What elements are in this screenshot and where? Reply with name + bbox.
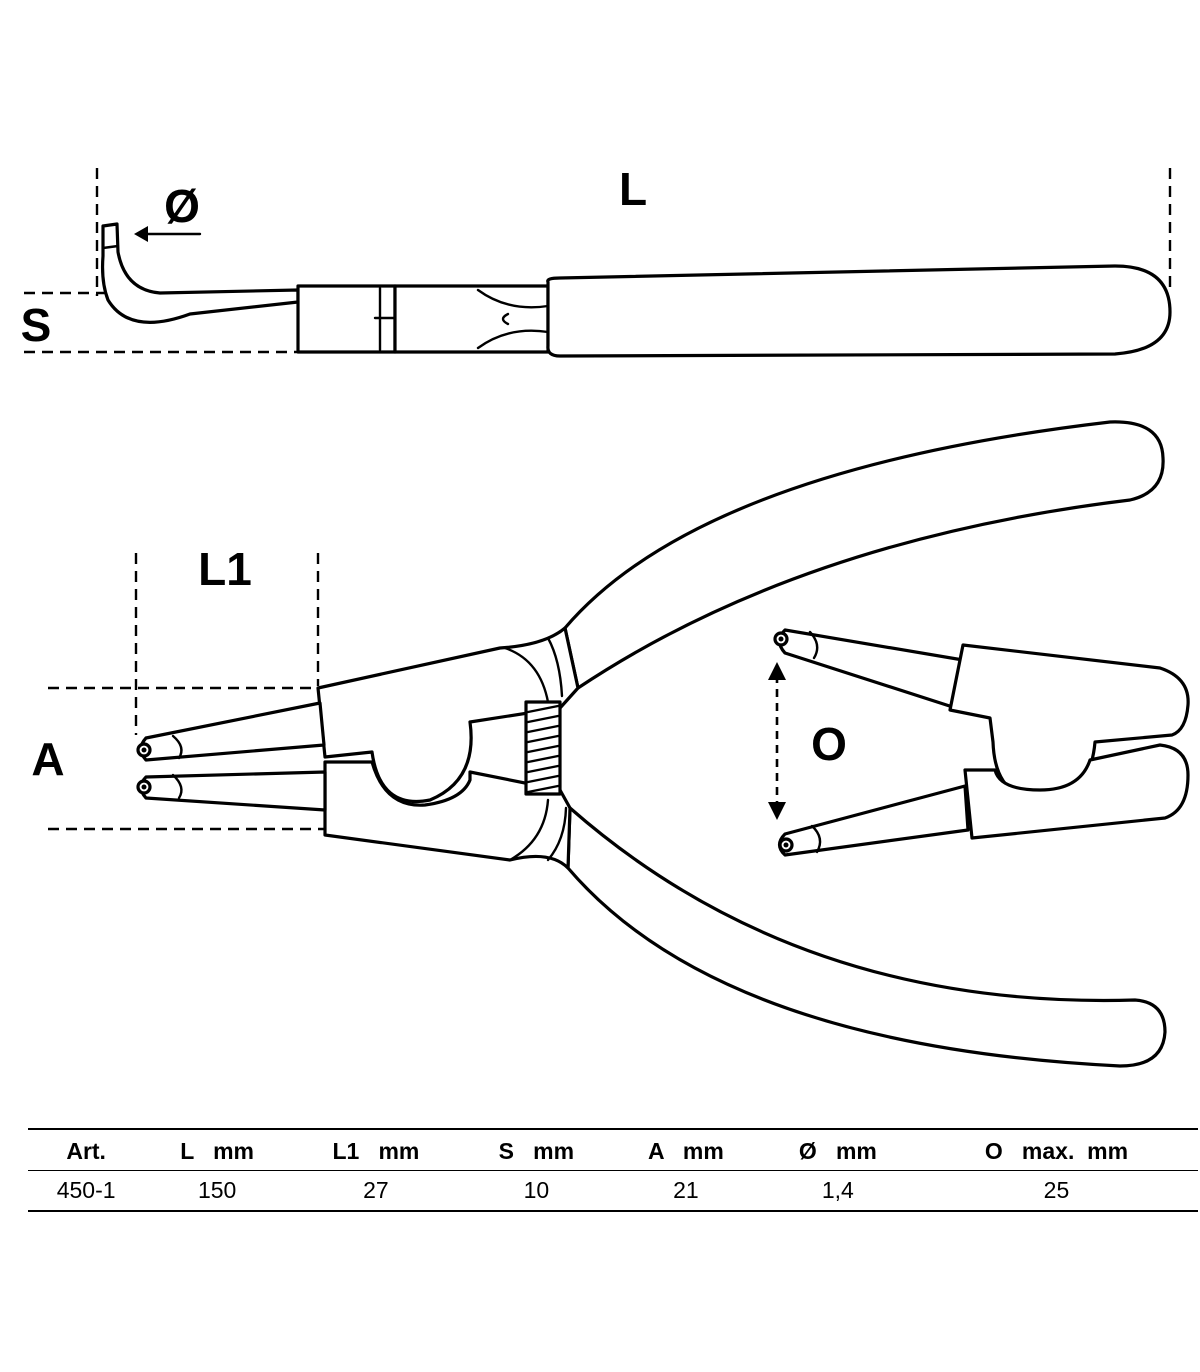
opening-arrow-bottom [768, 802, 786, 820]
open-lower-jaw [963, 743, 1190, 840]
diameter-arrow-head [134, 226, 148, 242]
spec-table-header-row: Art. L mm L1 mm S mm A mm Ø mm O max. mm [28, 1128, 1198, 1171]
header-art: Art. [28, 1128, 145, 1171]
opening-label: O [811, 718, 847, 770]
lower-jaw-curve [508, 798, 550, 862]
thickness-label: S [21, 299, 52, 351]
upper-handle [563, 420, 1165, 690]
tip-length-label: L1 [198, 543, 252, 595]
header-opening: O max. mm [914, 1128, 1198, 1171]
lower-jaw-curve-2 [546, 806, 568, 862]
upper-tip-collar [171, 734, 183, 760]
bent-tip [100, 222, 300, 324]
lower-tip [139, 770, 327, 812]
spring [524, 700, 562, 796]
open-lower-collar [810, 824, 822, 854]
open-lower-tip [777, 784, 970, 857]
joint-side [393, 284, 550, 354]
cell-span: 21 [610, 1170, 761, 1212]
diameter-label: Ø [164, 180, 200, 232]
spec-table: Art. L mm L1 mm S mm A mm Ø mm O max. mm… [28, 1128, 1198, 1212]
lower-jaw [323, 760, 572, 870]
cell-length: 150 [144, 1170, 290, 1212]
cell-art: 450-1 [28, 1170, 145, 1212]
joint-curve-3 [501, 312, 510, 326]
header-span: A mm [610, 1128, 761, 1171]
joint-curve-2 [476, 329, 550, 350]
side-view: L Ø S [21, 163, 1172, 358]
header-length: L mm [144, 1128, 290, 1171]
lower-tip-collar [171, 773, 183, 800]
upper-tip [139, 701, 326, 762]
upper-jaw-curve-2 [546, 636, 564, 698]
header-diameter: Ø mm [760, 1128, 915, 1171]
cell-thickness: 10 [461, 1170, 611, 1212]
opening-arrow-top [768, 662, 786, 680]
open-jaws-view: O [768, 628, 1190, 857]
cell-opening: 25 [914, 1170, 1198, 1212]
header-tip-length: L1 mm [290, 1128, 462, 1171]
joint-curve-1 [476, 288, 550, 309]
upper-jaw-curve [503, 646, 550, 704]
handle-side [546, 264, 1172, 358]
tip-collar-line [101, 244, 120, 250]
cell-tip-length: 27 [290, 1170, 462, 1212]
span-label: A [31, 733, 64, 785]
cell-diameter: 1,4 [760, 1170, 915, 1212]
lower-handle [566, 806, 1167, 1068]
length-label: L [619, 163, 647, 215]
open-upper-tip [777, 628, 965, 712]
table-row: 450-1 150 27 10 21 1,4 25 [28, 1170, 1198, 1212]
front-view-closed: L1 A [31, 420, 1167, 1068]
open-upper-collar [808, 630, 819, 660]
header-thickness: S mm [461, 1128, 611, 1171]
